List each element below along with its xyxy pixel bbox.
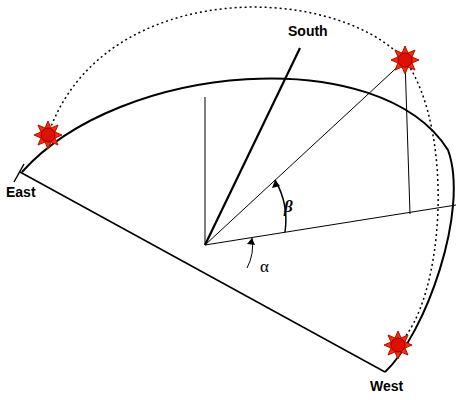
- horizon-arc: [22, 78, 454, 372]
- direction-label: South: [288, 24, 328, 39]
- sun-symbol: [34, 121, 62, 149]
- arrowhead: [247, 238, 255, 245]
- arrowhead: [272, 180, 280, 188]
- azimuth-line: [205, 205, 456, 245]
- tick: [14, 164, 24, 182]
- angle-label: α: [260, 258, 269, 277]
- south-line: [205, 48, 300, 245]
- sun-symbol: [391, 46, 419, 74]
- zenith-line: [205, 97, 206, 245]
- angle-label: β: [284, 198, 293, 217]
- sun-path-dotted: [398, 60, 438, 345]
- sun-symbol: [384, 331, 412, 359]
- altitude-drop: [405, 60, 410, 214]
- sun-ray: [205, 60, 405, 245]
- east-west-line: [20, 172, 385, 372]
- direction-label: West: [370, 379, 403, 394]
- direction-label: East: [6, 185, 36, 200]
